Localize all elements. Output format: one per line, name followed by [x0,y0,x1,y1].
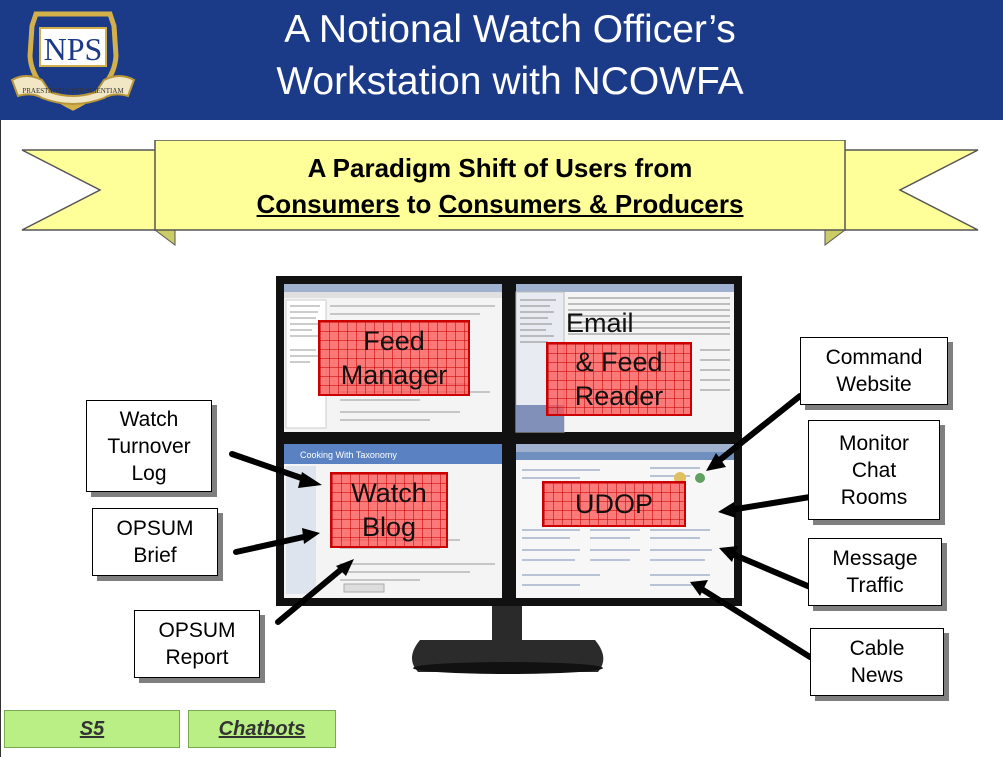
udop-label: UDOP [574,489,653,519]
banner-consumers: Consumers [256,189,400,219]
feed-reader-line-2: Reader [574,381,664,411]
chatbots-nav-button[interactable]: Chatbots [188,710,336,748]
banner-to: to [406,189,432,219]
opsum-brief-line-1: OPSUM [116,517,194,540]
message-traffic-line-1: Message [832,547,918,570]
logo-text: NPS [44,31,103,67]
arrow-opsum-brief [233,533,311,555]
message-traffic-label: Message Traffic [808,538,942,606]
command-website-line-2: Website [836,373,912,396]
arrow-message-traffic [727,550,813,590]
slide-frame [0,120,1003,757]
opsum-report-label: OPSUM Report [134,610,260,678]
feed-manager-line-2: Manager [340,360,448,390]
watch-blog-line-2: Blog [361,512,417,542]
banner-consumers-producers: Consumers & Producers [438,189,744,219]
watch-turnover-line-2: Turnover [107,434,191,458]
banner-text: A Paradigm Shift of Users from Consumers… [170,150,830,222]
logo-motto: PRAESTANTIA PER SCIENTIAM [22,87,124,95]
arrow-opsum-report [275,564,347,625]
message-traffic-line-2: Traffic [846,574,904,597]
cable-news-line-1: Cable [849,637,905,660]
opsum-report-line-2: Report [165,646,229,669]
opsum-brief-line-2: Brief [133,544,177,567]
feed-manager-overlay: Feed Manager [318,320,470,396]
banner-line-1: A Paradigm Shift of Users from [307,153,693,183]
watch-turnover-log-label: Watch Turnover Log [86,400,212,492]
title-line-1: A Notional Watch Officer’s [284,8,736,51]
arrow-command-website [713,393,803,466]
arrow-cable-news [697,585,813,660]
title-line-2: Workstation with NCOWFA [276,60,744,103]
cable-news-line-2: News [850,664,904,687]
monitor-chat-line-2: Chat [851,458,897,482]
chatbots-link[interactable]: Chatbots [218,718,306,740]
opsum-report-line-1: OPSUM [158,619,236,642]
command-website-label: Command Website [800,337,948,405]
banner-ribbon [21,140,979,246]
watch-blog-line-1: Watch [351,478,427,508]
watch-turnover-line-3: Log [131,461,167,485]
email-label: Email [566,308,634,338]
title-header: NPS PRAESTANTIA PER SCIENTIAM A Notional… [0,0,1003,120]
arrow-watch-turnover [229,451,313,484]
feed-manager-line-1: Feed [363,326,425,356]
udop-overlay: UDOP [542,481,686,527]
feed-reader-line-1: & Feed [575,347,663,377]
s5-nav-button[interactable]: S5 [4,710,180,748]
monitor-chat-line-3: Rooms [840,485,908,509]
pointer-arrows [229,393,813,660]
opsum-brief-label: OPSUM Brief [92,508,218,576]
nps-shield-logo: NPS PRAESTANTIA PER SCIENTIAM [10,11,136,111]
watch-blog-overlay: Watch Blog [330,472,448,548]
arrow-monitor-chat [727,494,813,513]
blog-window-title: Cooking With Taxonomy [300,450,397,460]
s5-link[interactable]: S5 [79,718,105,740]
banner-line-2: Consumers to Consumers & Producers [170,186,830,222]
cable-news-label: Cable News [810,628,944,696]
command-website-line-1: Command [825,346,923,369]
feed-reader-overlay: & Feed Reader [546,342,692,416]
watch-turnover-line-1: Watch [119,407,179,431]
monitor-chat-line-1: Monitor [838,431,910,455]
page-title: A Notional Watch Officer’s Workstation w… [150,4,870,108]
monitor-chat-rooms-label: Monitor Chat Rooms [808,420,940,520]
